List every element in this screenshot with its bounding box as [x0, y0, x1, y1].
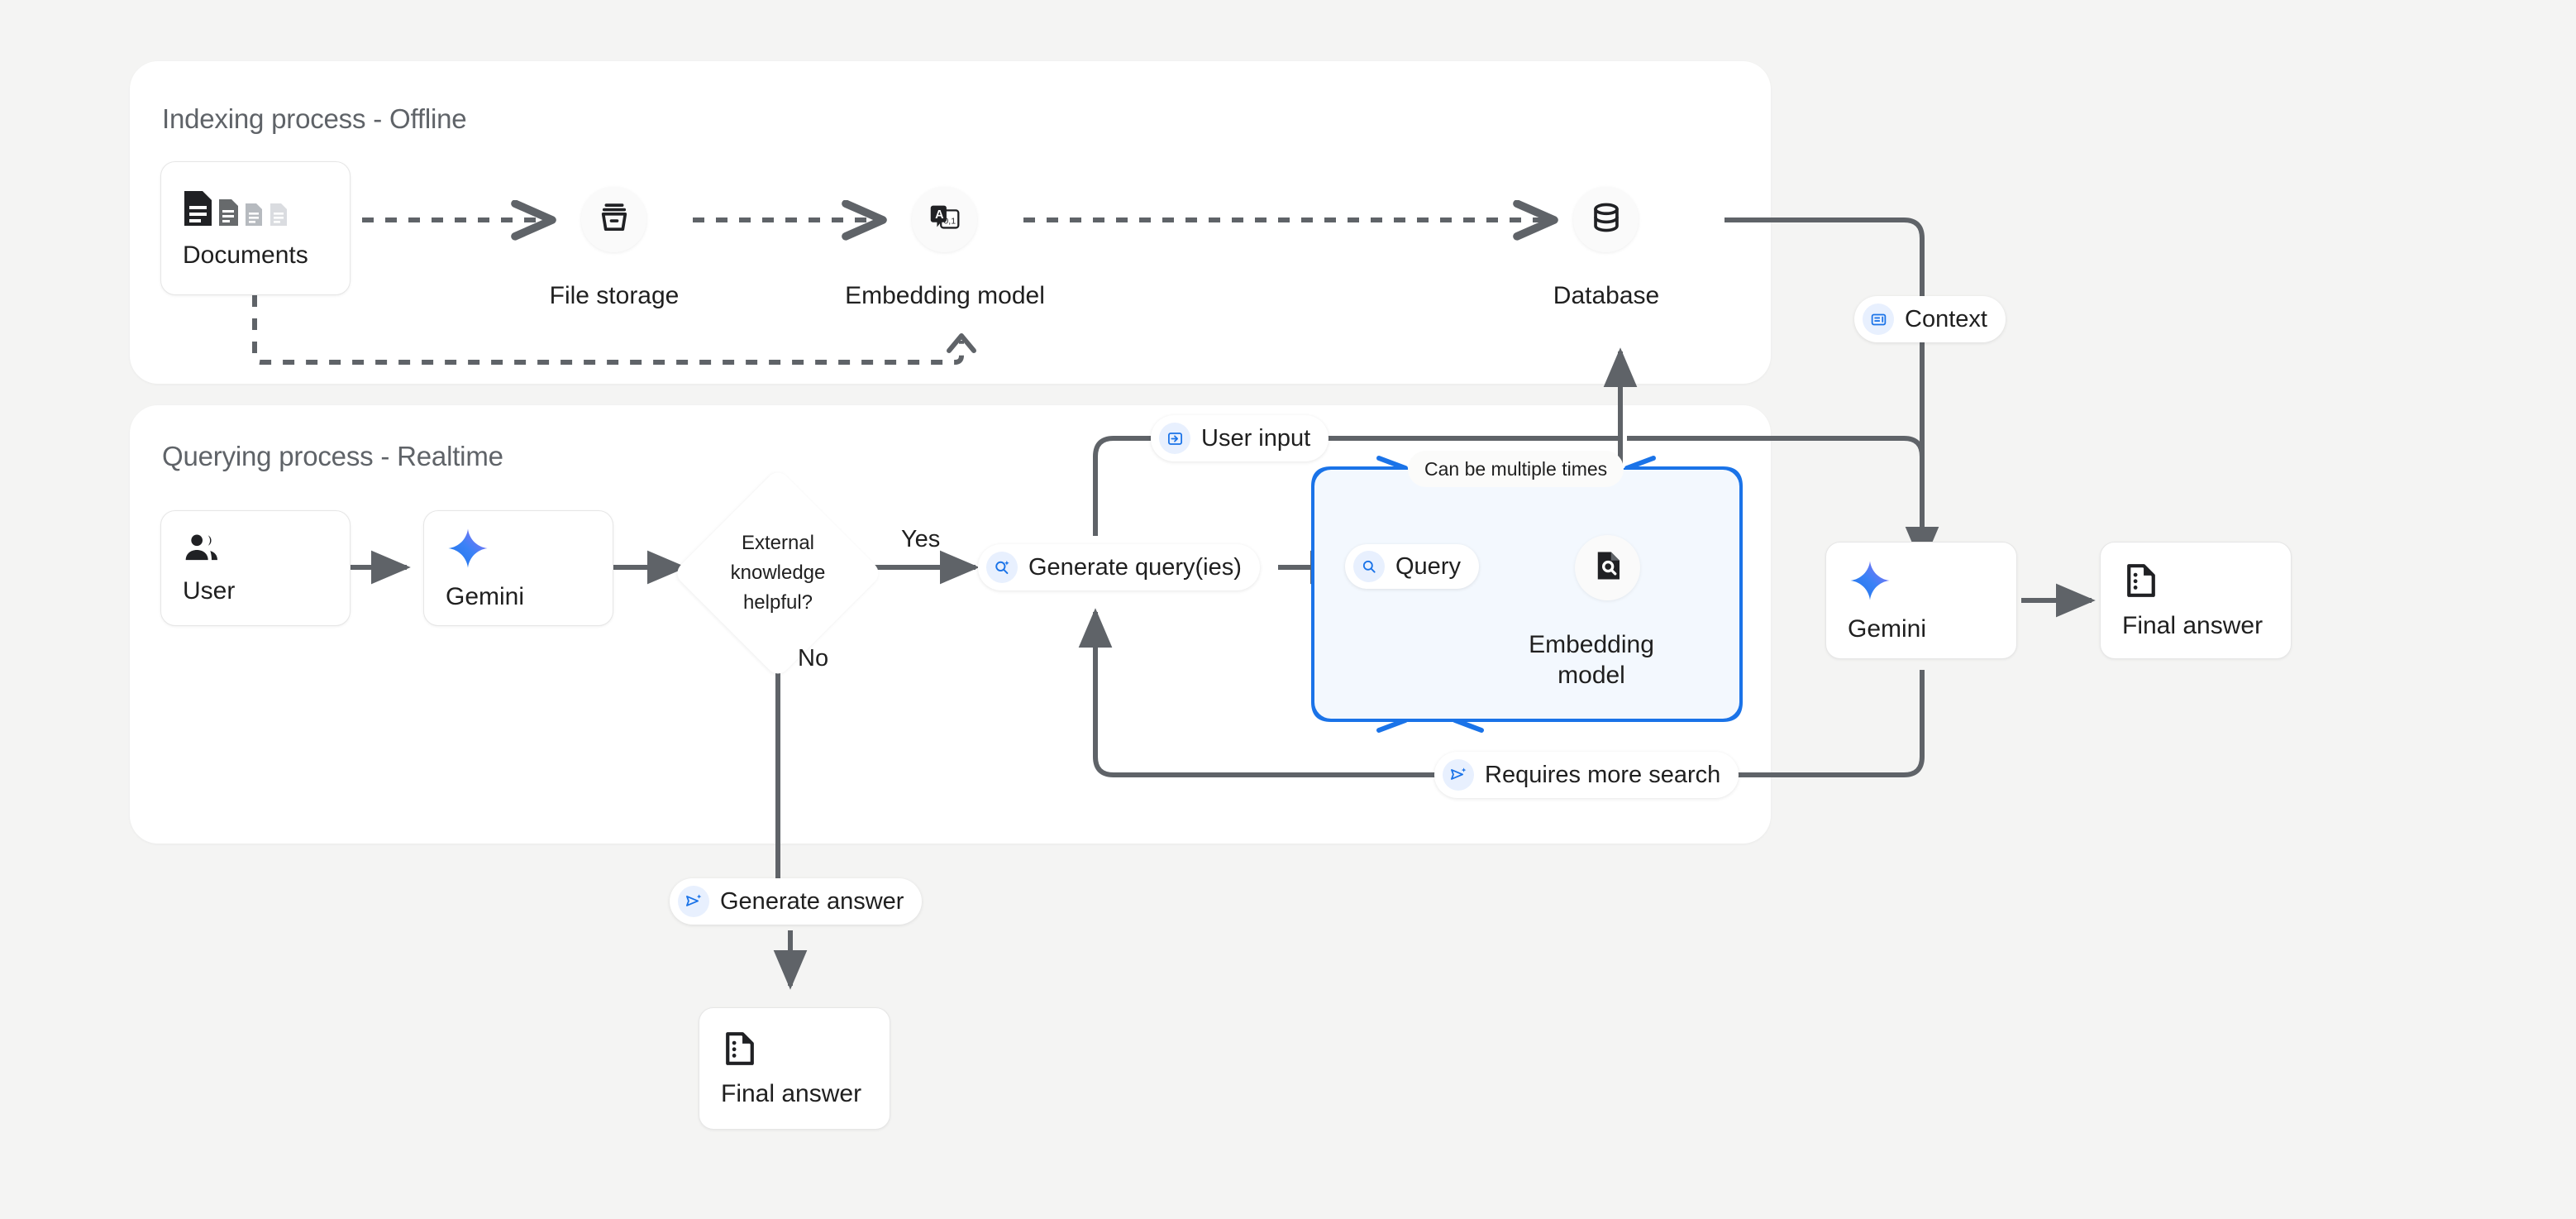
- final-answer-icon: [721, 1030, 759, 1072]
- node-user[interactable]: User: [160, 510, 351, 626]
- send-sparkle-icon: [678, 886, 709, 917]
- pill-label-user-input: User input: [1201, 424, 1311, 452]
- pill-requires-more-search[interactable]: Requires more search: [1434, 752, 1739, 798]
- node-label-final-answer-right: Final answer: [2122, 612, 2264, 639]
- node-file-storage[interactable]: [581, 187, 646, 252]
- svg-text:0,1: 0,1: [943, 217, 956, 227]
- svg-text:A: A: [935, 208, 943, 222]
- panel-title-indexing: Indexing process - Offline: [162, 103, 467, 134]
- database-icon: [1589, 200, 1624, 239]
- node-final-answer-right[interactable]: Final answer: [2100, 542, 2292, 659]
- documents-icon: [183, 188, 307, 233]
- retrieval-loop-container: [1313, 468, 1741, 720]
- node-embedding-model-query[interactable]: [1575, 535, 1640, 600]
- arrowhead-up-embedding: [947, 333, 976, 353]
- decision-line-2: knowledge: [730, 562, 826, 584]
- pill-query[interactable]: Query: [1345, 544, 1479, 589]
- user-icon: [183, 532, 221, 569]
- pill-generate-answer[interactable]: Generate answer: [670, 878, 923, 925]
- search-sparkle-icon: [986, 552, 1018, 583]
- input-arrow-icon: [1159, 423, 1190, 454]
- node-label-gemini-second: Gemini: [1848, 615, 1927, 643]
- node-label-file-storage: File storage: [549, 282, 680, 309]
- search-icon: [1353, 551, 1385, 582]
- pill-generate-query[interactable]: Generate query(ies): [978, 544, 1260, 590]
- decision-line-3: helpful?: [742, 591, 813, 614]
- translate-embedding-icon: 0,1 A: [926, 198, 964, 241]
- wire-database-to-gemini-context: [1724, 218, 1939, 566]
- edge-label-no: No: [798, 645, 829, 672]
- pill-label-generate-query: Generate query(ies): [1028, 553, 1242, 581]
- wire-documents-to-embedding-chunk: [252, 295, 964, 365]
- pill-label-generate-answer: Generate answer: [720, 887, 904, 915]
- node-label-gemini-first: Gemini: [446, 583, 525, 610]
- pill-context[interactable]: Context: [1854, 296, 2006, 342]
- wire-userinput-left: [1093, 436, 1151, 536]
- decision-line-1: External: [741, 532, 815, 554]
- gemini-sparkle-icon: [1848, 558, 1892, 607]
- panel-title-querying: Querying process - Realtime: [162, 441, 503, 471]
- pill-label-context: Context: [1905, 305, 1987, 332]
- send-sparkle-icon: [1443, 759, 1474, 791]
- wire-requires-search-right: [1732, 670, 1925, 777]
- pill-label-requires-more-search: Requires more search: [1485, 761, 1721, 788]
- node-gemini-second[interactable]: Gemini: [1825, 542, 2017, 659]
- pill-user-input[interactable]: User input: [1151, 415, 1329, 461]
- document-search-icon: [1591, 548, 1625, 587]
- context-panel-icon: [1863, 304, 1894, 335]
- file-storage-icon: [597, 200, 632, 239]
- node-label-final-answer-bottom: Final answer: [721, 1080, 862, 1107]
- pill-label-query: Query: [1395, 552, 1461, 580]
- wire-requires-search-to-generatequery: [1078, 608, 1437, 777]
- node-label-documents: Documents: [183, 241, 308, 269]
- node-documents[interactable]: Documents: [160, 161, 351, 295]
- node-final-answer-bottom[interactable]: Final answer: [699, 1007, 890, 1130]
- decision-text: External knowledge helpful?: [704, 499, 852, 648]
- node-gemini-first[interactable]: Gemini: [423, 510, 613, 626]
- node-label-database: Database: [1553, 282, 1660, 309]
- final-answer-icon: [2122, 562, 2160, 604]
- node-embedding-model[interactable]: 0,1 A: [912, 187, 977, 252]
- wire-userinput-right: [1627, 436, 1925, 562]
- chip-loop-note: Can be multiple times: [1408, 451, 1624, 487]
- node-database[interactable]: [1573, 187, 1639, 252]
- node-label-embedding-model: Embedding model: [845, 282, 1045, 309]
- node-label-user: User: [183, 577, 236, 605]
- edge-label-yes: Yes: [901, 526, 941, 552]
- gemini-sparkle-icon: [446, 526, 490, 575]
